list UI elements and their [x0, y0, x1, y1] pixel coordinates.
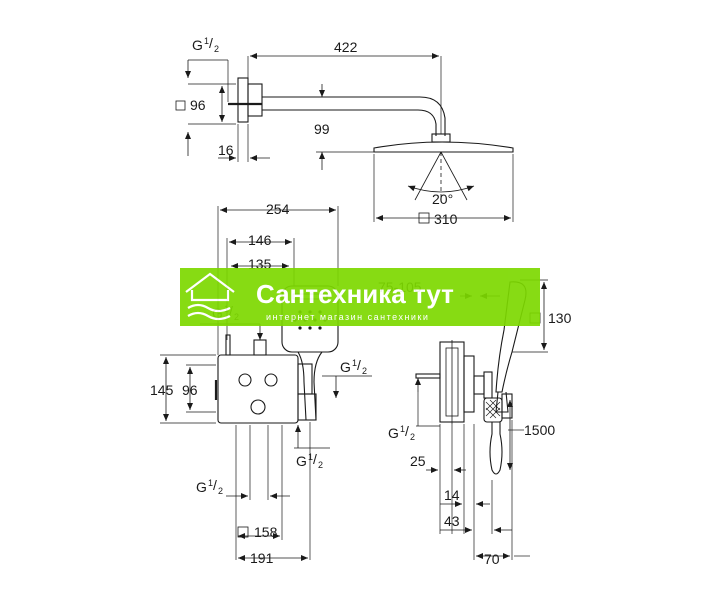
thread-label-top: G 1 / 2 [192, 35, 219, 54]
label-191: 191 [250, 550, 274, 566]
frac-num: 1 [208, 478, 213, 488]
frac-num: 1 [400, 424, 405, 434]
label-146: 146 [248, 232, 272, 248]
mixer-left-stub [225, 334, 231, 356]
label-158: 158 [254, 524, 278, 540]
label-130: 130 [548, 310, 572, 326]
watermark-banner: Сантехника тут интернет магазин сантехни… [180, 268, 540, 326]
valve-stem [473, 375, 485, 395]
thread-g: G [296, 453, 307, 469]
frac-slash: / [213, 477, 217, 493]
thread-g: G [340, 359, 351, 375]
thread-label-side: G 1 / 2 [388, 423, 415, 442]
shower-arm-top [262, 96, 446, 136]
thread-g: G [192, 37, 203, 53]
square-symbol [418, 212, 430, 224]
arm-base [247, 83, 263, 117]
front-view: 254 146 135 G 1 / 2 [150, 201, 372, 566]
label-70: 70 [484, 551, 500, 567]
frac-slash: / [405, 423, 409, 439]
label-99: 99 [314, 121, 330, 137]
mixer-top-port [253, 339, 267, 356]
valve-button-main [250, 399, 266, 415]
valve-button-left [238, 373, 252, 387]
spray-line-left [414, 151, 442, 201]
label-254: 254 [266, 201, 290, 217]
frac-num: 1 [204, 36, 209, 46]
frac-den: 2 [214, 44, 219, 54]
shower-arm-bottom [262, 109, 437, 136]
angle-arc [407, 185, 475, 193]
valve-button-right [264, 373, 278, 387]
label-16: 16 [218, 142, 234, 158]
watermark-background [180, 268, 540, 326]
cover-plate [463, 355, 475, 413]
hose-connector [483, 397, 503, 423]
thread-label-bottom-right: G 1 / 2 [296, 451, 323, 470]
label-145: 145 [150, 382, 174, 398]
wall-flange [237, 77, 249, 123]
house-logo-icon [185, 272, 235, 321]
label-96-front: 96 [182, 382, 198, 398]
label-96-top: 96 [190, 97, 206, 113]
spray-line-right [440, 151, 468, 201]
frac-slash: / [313, 451, 317, 467]
watermark-title: Сантехника тут [256, 279, 454, 309]
square-symbol [237, 526, 249, 538]
thread-g: G [196, 479, 207, 495]
thread-label-bottom-left: G 1 / 2 [196, 477, 223, 496]
frac-num: 1 [308, 452, 313, 462]
hand-shower-holder [297, 363, 313, 395]
label-1500: 1500 [524, 422, 555, 438]
knurl-pattern [485, 399, 501, 419]
shower-head [373, 141, 514, 153]
overhead-shower-view: 20° 422 G 1 / 2 96 99 16 [175, 35, 514, 227]
side-inlet [415, 373, 441, 379]
angle-label: 20° [432, 191, 453, 207]
label-43: 43 [444, 513, 460, 529]
square-symbol [175, 100, 186, 111]
label-14: 14 [444, 487, 460, 503]
frac-den: 2 [362, 366, 367, 376]
hose-outlet [297, 393, 317, 421]
thread-label-right: G 1 / 2 [340, 357, 367, 376]
head-connector [431, 133, 451, 143]
frac-slash: / [357, 357, 361, 373]
hose [489, 422, 503, 475]
hand-shower-handle [297, 351, 323, 421]
frac-den: 2 [218, 486, 223, 496]
mixer-body [217, 354, 299, 424]
thread-g: G [388, 425, 399, 441]
label-25: 25 [410, 453, 426, 469]
frac-slash: / [209, 35, 213, 51]
frac-num: 1 [352, 358, 357, 368]
label-422: 422 [334, 39, 358, 55]
frac-den: 2 [410, 432, 415, 442]
valve-handle [483, 371, 493, 399]
frac-den: 2 [318, 460, 323, 470]
label-310: 310 [434, 211, 458, 227]
watermark-subtitle: интернет магазин сантехники [266, 312, 429, 322]
